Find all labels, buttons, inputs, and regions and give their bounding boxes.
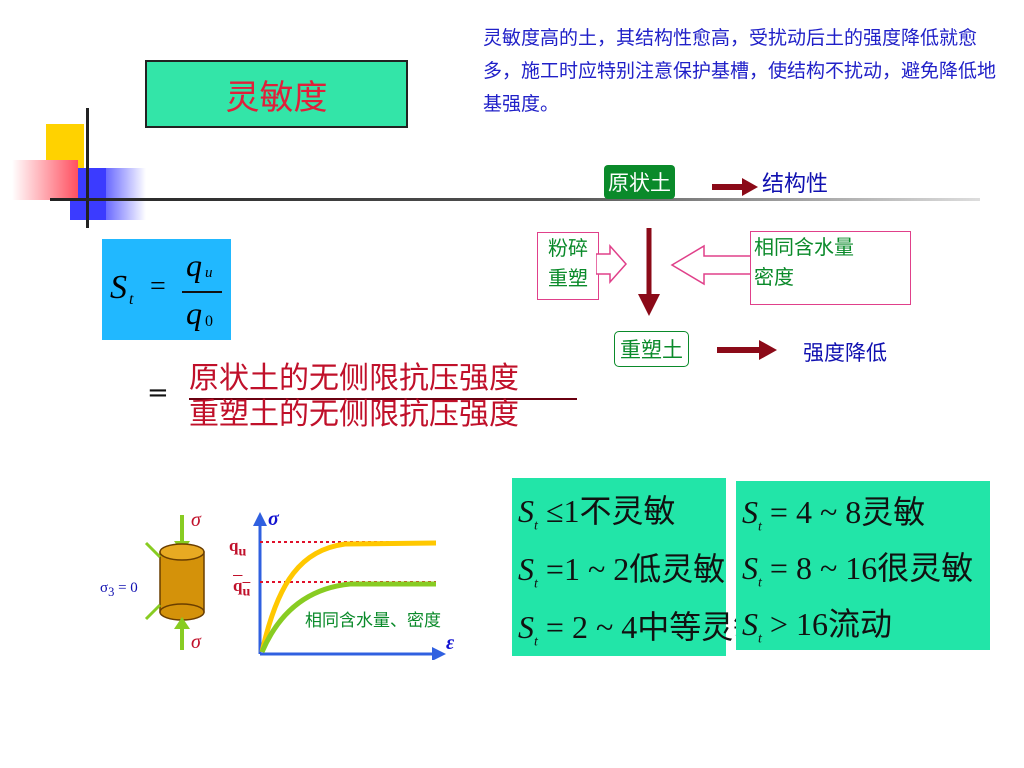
arrow-to-strength-drop [717, 340, 777, 360]
sigma3-value: = 0 [118, 580, 138, 596]
qu-bar-sub: u [242, 583, 251, 600]
row-op: = 8 ~ 16 [769, 550, 878, 586]
explanation-note: 灵敏度高的土，其结构性愈高，受扰动后土的强度降低就愈多，施工时应特别注意保护基槽… [483, 27, 997, 115]
arrow-to-structure [712, 178, 758, 196]
sigma3-label: σ3 = 0 [100, 580, 138, 600]
remolded-curve [259, 581, 436, 653]
ratio-fraction-bar [189, 398, 577, 400]
formula-den-var: q [186, 295, 202, 331]
row-op: > 16 [769, 606, 828, 642]
crush-arrow-right [596, 244, 628, 284]
sigma3-symbol: σ [100, 580, 109, 596]
row-op: = 4 ~ 8 [769, 494, 862, 530]
sensitivity-row: St > 16流动 [742, 599, 892, 647]
row-op: =1 ~ 2 [545, 551, 630, 587]
formula-fraction-bar [182, 291, 222, 293]
decor-blue-gradient [106, 168, 146, 220]
down-arrow [638, 228, 660, 316]
row-sub: t [758, 575, 762, 591]
ratio-denominator: 重塑土的无侧限抗压强度 [189, 397, 519, 432]
qu-bar-symbol: q [233, 576, 243, 595]
sigma-top-label: σ [191, 509, 201, 531]
formula-num-var: q [186, 247, 202, 283]
row-op: ≤1 [545, 493, 580, 529]
same-condition-box: 相同含水量 密度 [750, 231, 911, 305]
chart-y-label: σ [268, 508, 279, 530]
row-var: S [742, 550, 758, 586]
row-desc: 灵敏 [861, 494, 926, 530]
row-sub: t [534, 634, 538, 650]
same-condition-arrow-left [670, 244, 755, 286]
chart-y-arrow [253, 512, 267, 526]
undisturbed-curve [259, 540, 437, 653]
chart-x-label: ε [446, 632, 455, 654]
sensitivity-row: St = 2 ~ 4中等灵敏 [518, 602, 765, 650]
row-desc: 流动 [827, 606, 892, 642]
qu-symbol: q [229, 536, 239, 555]
row-desc: 很灵敏 [877, 550, 974, 586]
crush-remold-line2: 重塑 [548, 266, 588, 290]
remolded-soil-label: 重塑土 [614, 331, 689, 367]
row-op: = 2 ~ 4 [545, 609, 638, 645]
compression-specimen [144, 515, 205, 650]
sigma3-sub: 3 [108, 585, 115, 599]
ratio-numerator: 原状土的无侧限抗压强度 [189, 361, 519, 396]
sensitivity-row: St = 4 ~ 8灵敏 [742, 487, 925, 535]
slide-title: 灵敏度 [145, 60, 408, 128]
stress-strain-chart [253, 512, 446, 660]
chart-x-arrow [432, 647, 446, 660]
sensitivity-formula: S t = q u q 0 [102, 239, 231, 340]
decor-red-gradient [12, 160, 78, 200]
row-sub: t [758, 519, 762, 535]
header-divider [50, 198, 980, 201]
strength-drop-label: 强度降低 [803, 341, 887, 365]
sensitivity-table-right: St = 4 ~ 8灵敏 St = 8 ~ 16很灵敏 St > 16流动 [736, 481, 990, 650]
formula-lhs-sub: t [129, 291, 134, 308]
row-var: S [518, 493, 534, 529]
undisturbed-soil-label: 原状土 [604, 165, 675, 199]
qu-label: qu [229, 536, 246, 560]
row-desc: 不灵敏 [579, 493, 676, 529]
formula-lhs-var: S [110, 269, 127, 306]
sensitivity-row: St =1 ~ 2低灵敏 [518, 544, 725, 592]
row-sub: t [758, 631, 762, 647]
formula-num-sub: u [205, 265, 213, 281]
row-var: S [742, 606, 758, 642]
sensitivity-row: St ≤1不灵敏 [518, 486, 675, 534]
ratio-eq: = [147, 378, 169, 408]
formula-eq: = [150, 271, 166, 302]
sigma-bottom-label: σ [191, 631, 201, 653]
qu-bar-label: qu [233, 576, 250, 600]
formula-den-sub: 0 [205, 313, 213, 330]
qu-sub: u [238, 543, 247, 560]
same-condition-line2: 密度 [754, 265, 794, 289]
decor-vertical-line [86, 108, 89, 228]
row-var: S [518, 551, 534, 587]
crush-remold-line1: 粉碎 [548, 236, 588, 260]
row-var: S [518, 609, 534, 645]
slide-title-text: 灵敏度 [225, 77, 328, 118]
row-sub: t [534, 576, 538, 592]
sensitivity-row: St = 8 ~ 16很灵敏 [742, 543, 973, 591]
row-var: S [742, 494, 758, 530]
row-sub: t [534, 518, 538, 534]
chart-caption: 相同含水量、密度 [305, 611, 441, 631]
structure-label: 结构性 [762, 172, 829, 197]
row-desc: 低灵敏 [629, 551, 726, 587]
same-condition-line1: 相同含水量 [754, 235, 854, 259]
crush-remold-box: 粉碎 重塑 [537, 232, 599, 300]
sensitivity-table-left: St ≤1不灵敏 St =1 ~ 2低灵敏 St = 2 ~ 4中等灵敏 [512, 478, 765, 656]
